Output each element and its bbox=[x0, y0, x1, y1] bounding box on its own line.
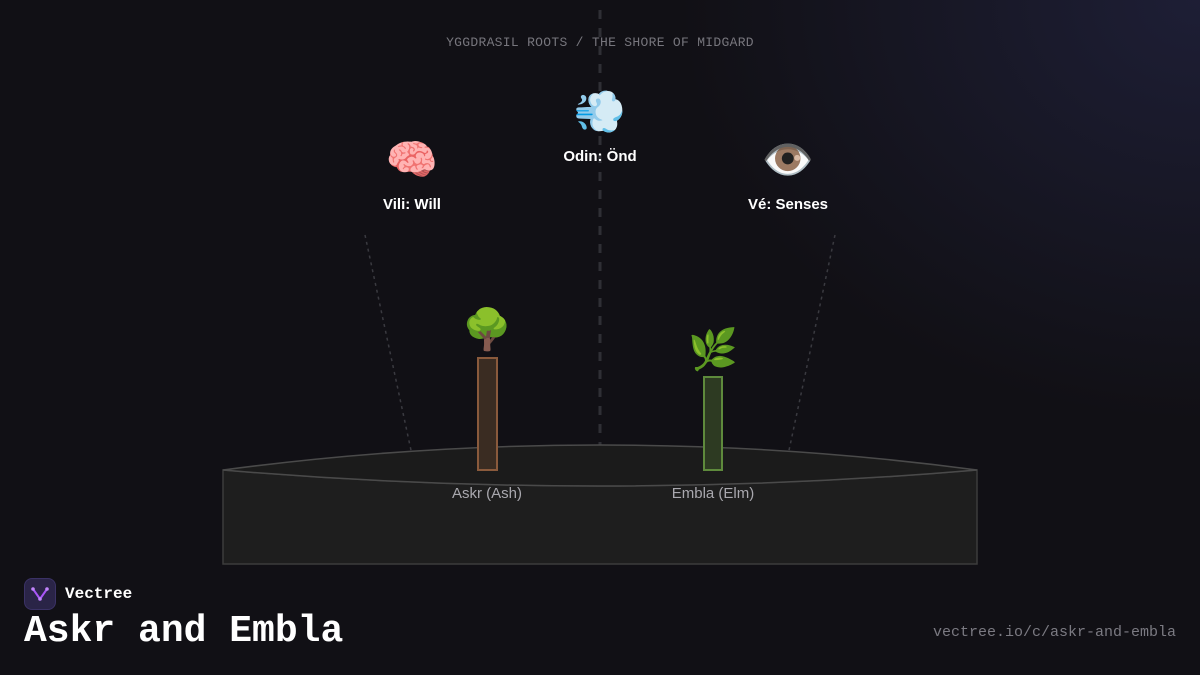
wind-icon: 💨 bbox=[573, 87, 627, 136]
askr-label: Askr (Ash) bbox=[451, 485, 522, 502]
embla-trunk bbox=[703, 376, 723, 471]
god-odin: 💨 Odin: Önd bbox=[520, 87, 680, 166]
page-title: Askr and Embla bbox=[24, 610, 344, 653]
shore-top bbox=[222, 444, 978, 487]
tree-icon: 🌳 bbox=[462, 307, 512, 353]
brand: Vectree bbox=[24, 577, 132, 611]
herb-icon: 🌿 bbox=[688, 327, 738, 373]
page-url[interactable]: vectree.io/c/askr-and-embla bbox=[932, 624, 1176, 641]
askr-trunk bbox=[477, 357, 498, 471]
brand-name: Vectree bbox=[65, 585, 133, 603]
god-odin-label: Odin: Önd bbox=[563, 148, 637, 165]
god-ve-label: Vé: Senses bbox=[747, 196, 829, 213]
brain-icon: 🧠 bbox=[385, 135, 439, 184]
eye-icon: 👁️ bbox=[761, 135, 815, 184]
god-vili: 🧠 Vili: Will bbox=[332, 135, 492, 214]
god-vili-label: Vili: Will bbox=[383, 196, 441, 213]
god-ve: 👁️ Vé: Senses bbox=[708, 135, 868, 214]
embla-crown: 🌿 bbox=[633, 328, 793, 372]
embla-label: Embla (Elm) bbox=[671, 485, 755, 502]
scene-caption: YGGDRASIL ROOTS / THE SHORE OF MIDGARD bbox=[446, 35, 754, 50]
vectree-logo-icon bbox=[24, 578, 56, 610]
askr-crown: 🌳 bbox=[407, 308, 567, 352]
ve-guide-line bbox=[787, 234, 836, 456]
vili-guide-line bbox=[364, 234, 413, 456]
